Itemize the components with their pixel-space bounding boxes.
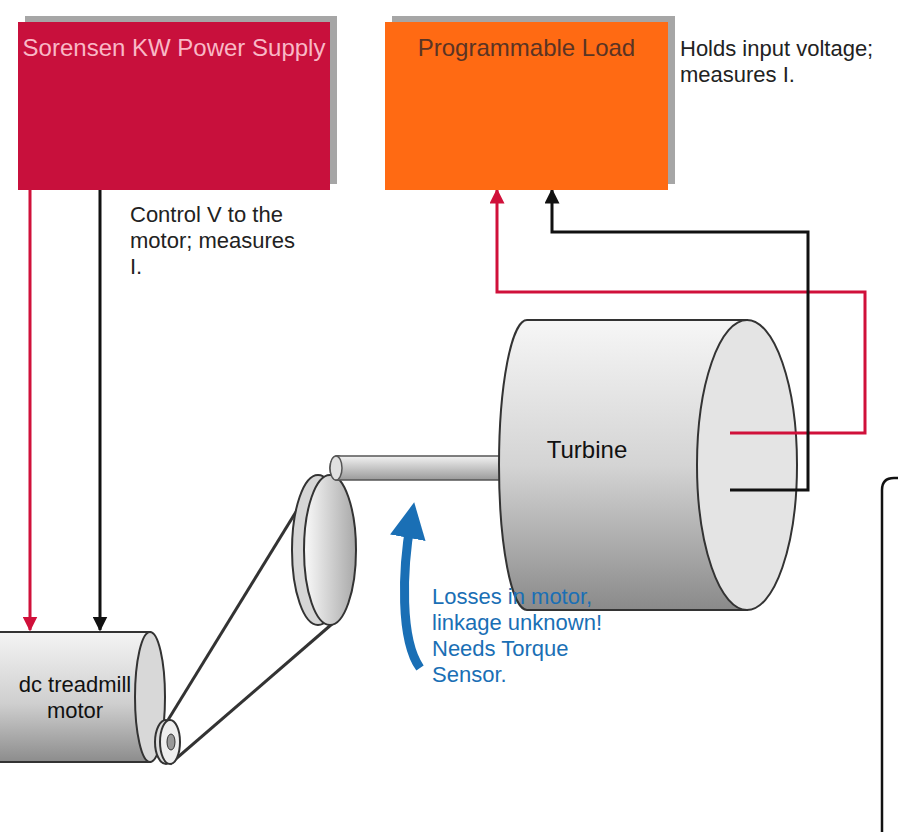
callout-arrow <box>404 520 420 668</box>
wire-connector <box>99 190 102 630</box>
node-label: Programmable Load <box>385 34 668 62</box>
power-supply-box: Sorensen KW Power Supply <box>18 22 330 190</box>
shaft <box>336 456 506 480</box>
note-text: Holds input voltage; measures I. <box>680 36 890 88</box>
turbine-shape: Turbine <box>497 318 800 612</box>
node-label: Sorensen KW Power Supply <box>18 34 330 62</box>
pulley <box>304 475 356 625</box>
motor-hub <box>167 734 175 750</box>
wire <box>730 489 800 492</box>
panel-frame <box>882 478 898 832</box>
shaft-end <box>330 456 342 480</box>
load-box: Programmable Load <box>385 22 668 190</box>
node-label: Turbine <box>527 436 647 464</box>
callout-text: Losses in motor, linkage unknown! Needs … <box>432 584 632 688</box>
motor-body <box>0 632 150 762</box>
note-text: Control V to the motor; measures I. <box>130 202 310 280</box>
node-label: dc treadmill motor <box>0 672 150 724</box>
motor-shape: dc treadmill motor <box>0 630 185 766</box>
wire-connector <box>29 190 32 630</box>
turbine-face <box>697 320 797 610</box>
turbine-cylinder <box>497 318 800 612</box>
drive-belt <box>170 624 332 764</box>
motor-pulley <box>160 720 180 764</box>
wire <box>730 432 800 435</box>
